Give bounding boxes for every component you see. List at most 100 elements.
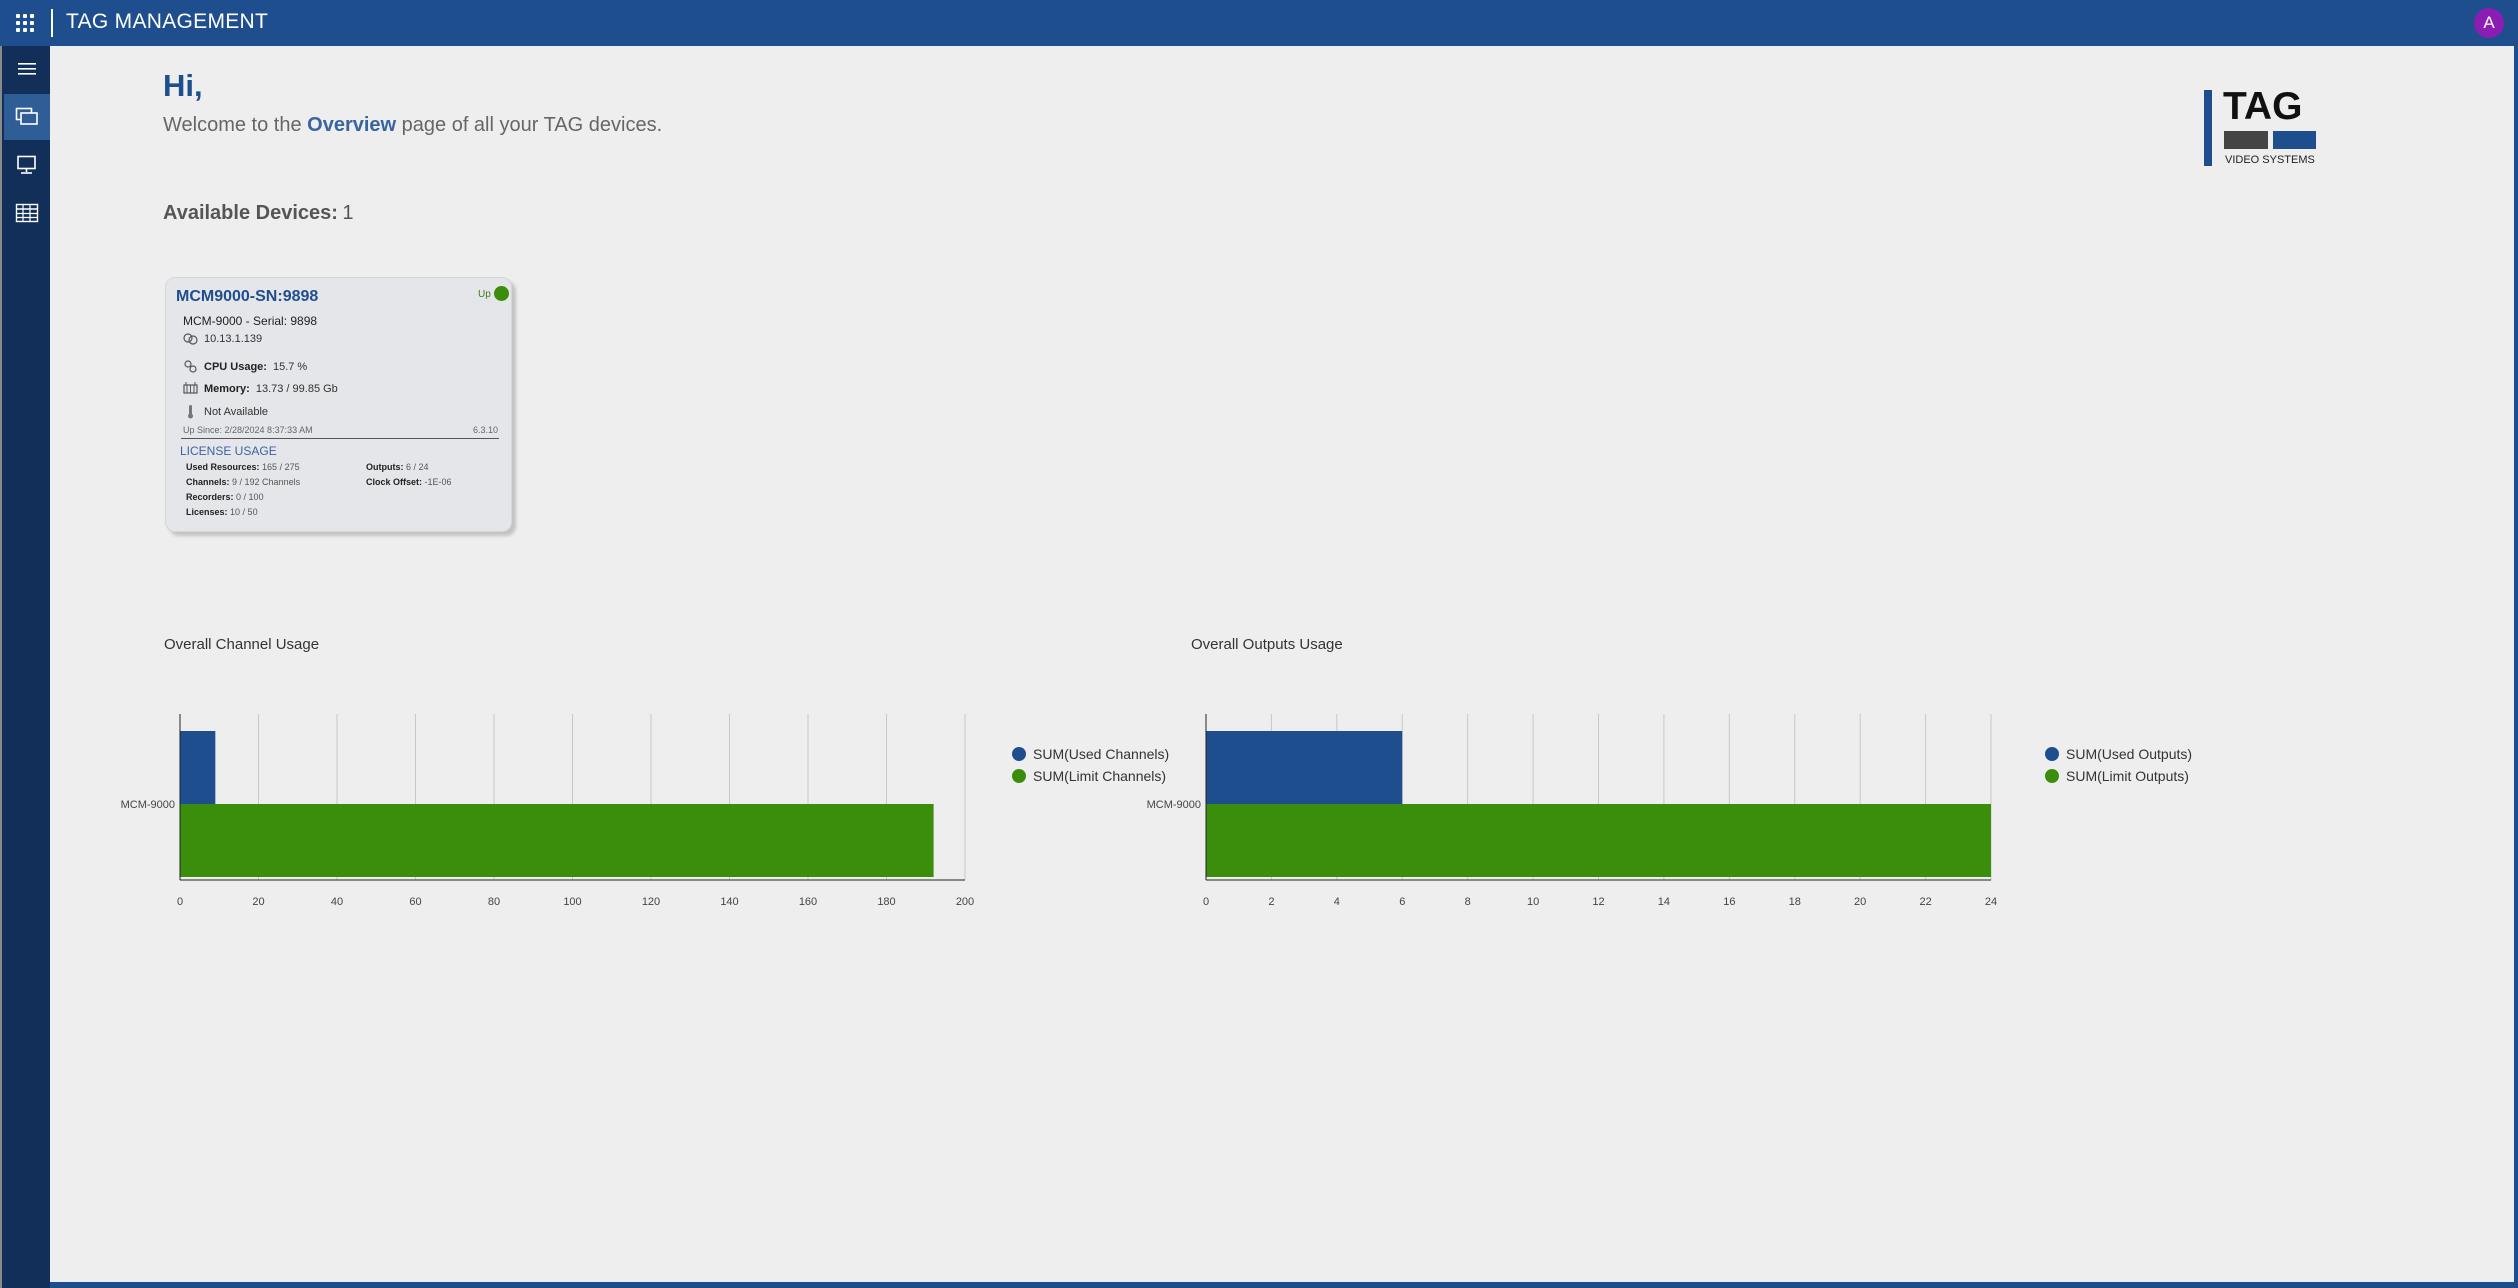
x-tick-label: 16 bbox=[1723, 896, 1735, 908]
welcome-text: Welcome to the Overview page of all your… bbox=[163, 114, 662, 137]
status-indicator bbox=[494, 286, 509, 301]
legend-dot bbox=[1012, 747, 1026, 761]
clock-offset-value: -1E-06 bbox=[424, 477, 452, 487]
greeting-heading: Hi, bbox=[163, 68, 203, 103]
recorders-label: Recorders: bbox=[186, 492, 234, 502]
license-clock-offset: Clock Offset: -1E-06 bbox=[366, 477, 452, 487]
available-devices: Available Devices: 1 bbox=[163, 202, 563, 242]
x-tick-label: 4 bbox=[1334, 896, 1340, 908]
network-icon bbox=[183, 333, 198, 345]
used-resources-value: 165 / 275 bbox=[262, 462, 300, 472]
cpu-value: 15.7 % bbox=[272, 360, 308, 373]
x-tick-label: 120 bbox=[642, 896, 660, 908]
memory-value: 13.73 / 99.85 Gb bbox=[255, 382, 338, 395]
x-tick-label: 6 bbox=[1399, 896, 1405, 908]
memory-label: Memory: bbox=[204, 382, 250, 395]
license-used-resources: Used Resources: 165 / 275 bbox=[186, 462, 300, 472]
device-card[interactable]: MCM9000-SN:9898 Up MCM-9000 - Serial: 98… bbox=[165, 277, 512, 532]
top-bar: TAG MANAGEMENT A bbox=[0, 0, 2518, 46]
license-usage-title: LICENSE USAGE bbox=[180, 444, 277, 458]
legend-dot bbox=[2045, 769, 2059, 783]
sidebar-menu-toggle[interactable] bbox=[4, 46, 50, 92]
bar-sum-limit-outputs bbox=[1206, 804, 1991, 877]
x-tick-label: 18 bbox=[1789, 896, 1801, 908]
license-licenses: Licenses: 10 / 50 bbox=[186, 507, 258, 517]
legend-used-outputs[interactable]: SUM(Used Outputs) bbox=[2045, 746, 2192, 762]
legend-label: SUM(Used Channels) bbox=[1033, 746, 1170, 762]
device-title[interactable]: MCM9000-SN:9898 bbox=[176, 288, 319, 305]
table-icon bbox=[15, 203, 39, 223]
app-title: TAG MANAGEMENT bbox=[66, 10, 269, 33]
user-avatar[interactable]: A bbox=[2474, 8, 2504, 38]
outputs-chart-title: Overall Outputs Usage bbox=[1191, 636, 1343, 653]
x-tick-label: 60 bbox=[409, 896, 421, 908]
x-tick-label: 14 bbox=[1658, 896, 1670, 908]
available-devices-count: 1 bbox=[342, 202, 354, 224]
licenses-value: 10 / 50 bbox=[230, 507, 258, 517]
welcome-prefix: Welcome to the bbox=[163, 114, 308, 136]
channels-label: Channels: bbox=[186, 477, 230, 487]
channel-chart-title: Overall Channel Usage bbox=[164, 636, 320, 653]
x-tick-label: 20 bbox=[1854, 896, 1866, 908]
device-ip: 10.13.1.139 bbox=[204, 333, 263, 345]
device-model: MCM-9000 - Serial: 9898 bbox=[183, 314, 318, 328]
legend-dot bbox=[2045, 747, 2059, 761]
licenses-label: Licenses: bbox=[186, 507, 228, 517]
sidebar-item-monitor[interactable] bbox=[4, 142, 50, 188]
up-since: Up Since: 2/28/2024 8:37:33 AM bbox=[183, 425, 313, 435]
thermometer-icon bbox=[188, 405, 193, 419]
memory-row: Memory: 13.73 / 99.85 Gb bbox=[183, 382, 338, 395]
license-outputs: Outputs: 6 / 24 bbox=[366, 462, 429, 472]
sidebar-item-table[interactable] bbox=[4, 190, 50, 236]
available-devices-label: Available Devices: bbox=[163, 202, 338, 224]
bar-sum-used-channels bbox=[180, 731, 216, 804]
legend-dot bbox=[1012, 769, 1026, 783]
x-tick-label: 140 bbox=[720, 896, 738, 908]
legend-label: SUM(Used Outputs) bbox=[2066, 746, 2193, 762]
x-tick-label: 40 bbox=[331, 896, 343, 908]
app-launcher-icon[interactable] bbox=[12, 10, 38, 36]
devices-icon bbox=[15, 107, 38, 125]
welcome-highlight: Overview bbox=[307, 114, 397, 136]
license-channels: Channels: 9 / 192 Channels bbox=[186, 477, 300, 487]
main-content: Hi, Welcome to the Overview page of all … bbox=[50, 46, 2514, 1282]
temperature-value: Not Available bbox=[204, 406, 269, 418]
cpu-gears-icon bbox=[184, 360, 197, 373]
legend-used-channels[interactable]: SUM(Used Channels) bbox=[1012, 746, 1169, 762]
x-tick-label: 200 bbox=[956, 896, 974, 908]
x-tick-label: 12 bbox=[1592, 896, 1604, 908]
logo-text: TAG bbox=[2223, 85, 2302, 128]
legend-limit-channels[interactable]: SUM(Limit Channels) bbox=[1012, 768, 1166, 784]
x-tick-label: 80 bbox=[488, 896, 500, 908]
cpu-row: CPU Usage: 15.7 % bbox=[183, 360, 307, 373]
used-resources-label: Used Resources: bbox=[186, 462, 260, 472]
recorders-value: 0 / 100 bbox=[236, 492, 264, 502]
cpu-label: CPU Usage: bbox=[204, 360, 267, 373]
ip-row: 10.13.1.139 bbox=[183, 333, 262, 345]
hamburger-icon bbox=[18, 63, 36, 75]
outputs-label: Outputs: bbox=[366, 462, 404, 472]
firmware-version: 6.3.10 bbox=[473, 425, 499, 435]
logo-subtext: VIDEO SYSTEMS bbox=[2225, 154, 2315, 166]
x-tick-label: 180 bbox=[877, 896, 895, 908]
x-tick-label: 24 bbox=[1985, 896, 1997, 908]
sidebar bbox=[0, 46, 50, 1288]
x-tick-label: 0 bbox=[1203, 896, 1209, 908]
x-tick-label: 10 bbox=[1527, 896, 1539, 908]
legend-limit-outputs[interactable]: SUM(Limit Outputs) bbox=[2045, 768, 2189, 784]
clock-offset-label: Clock Offset: bbox=[366, 477, 423, 487]
category-label: MCM-9000 bbox=[1147, 799, 1201, 811]
card-divider bbox=[181, 438, 499, 439]
x-tick-label: 100 bbox=[563, 896, 581, 908]
legend-label: SUM(Limit Outputs) bbox=[2066, 768, 2189, 784]
x-tick-label: 0 bbox=[177, 896, 183, 908]
bar-sum-used-outputs bbox=[1206, 731, 1403, 804]
x-tick-label: 160 bbox=[799, 896, 817, 908]
welcome-suffix: page of all your TAG devices. bbox=[396, 114, 663, 136]
sidebar-item-devices-overview[interactable] bbox=[4, 94, 50, 140]
x-tick-label: 22 bbox=[1919, 896, 1931, 908]
x-tick-label: 2 bbox=[1268, 896, 1274, 908]
topbar-divider bbox=[51, 9, 53, 37]
temperature-row: Not Available bbox=[183, 405, 268, 419]
